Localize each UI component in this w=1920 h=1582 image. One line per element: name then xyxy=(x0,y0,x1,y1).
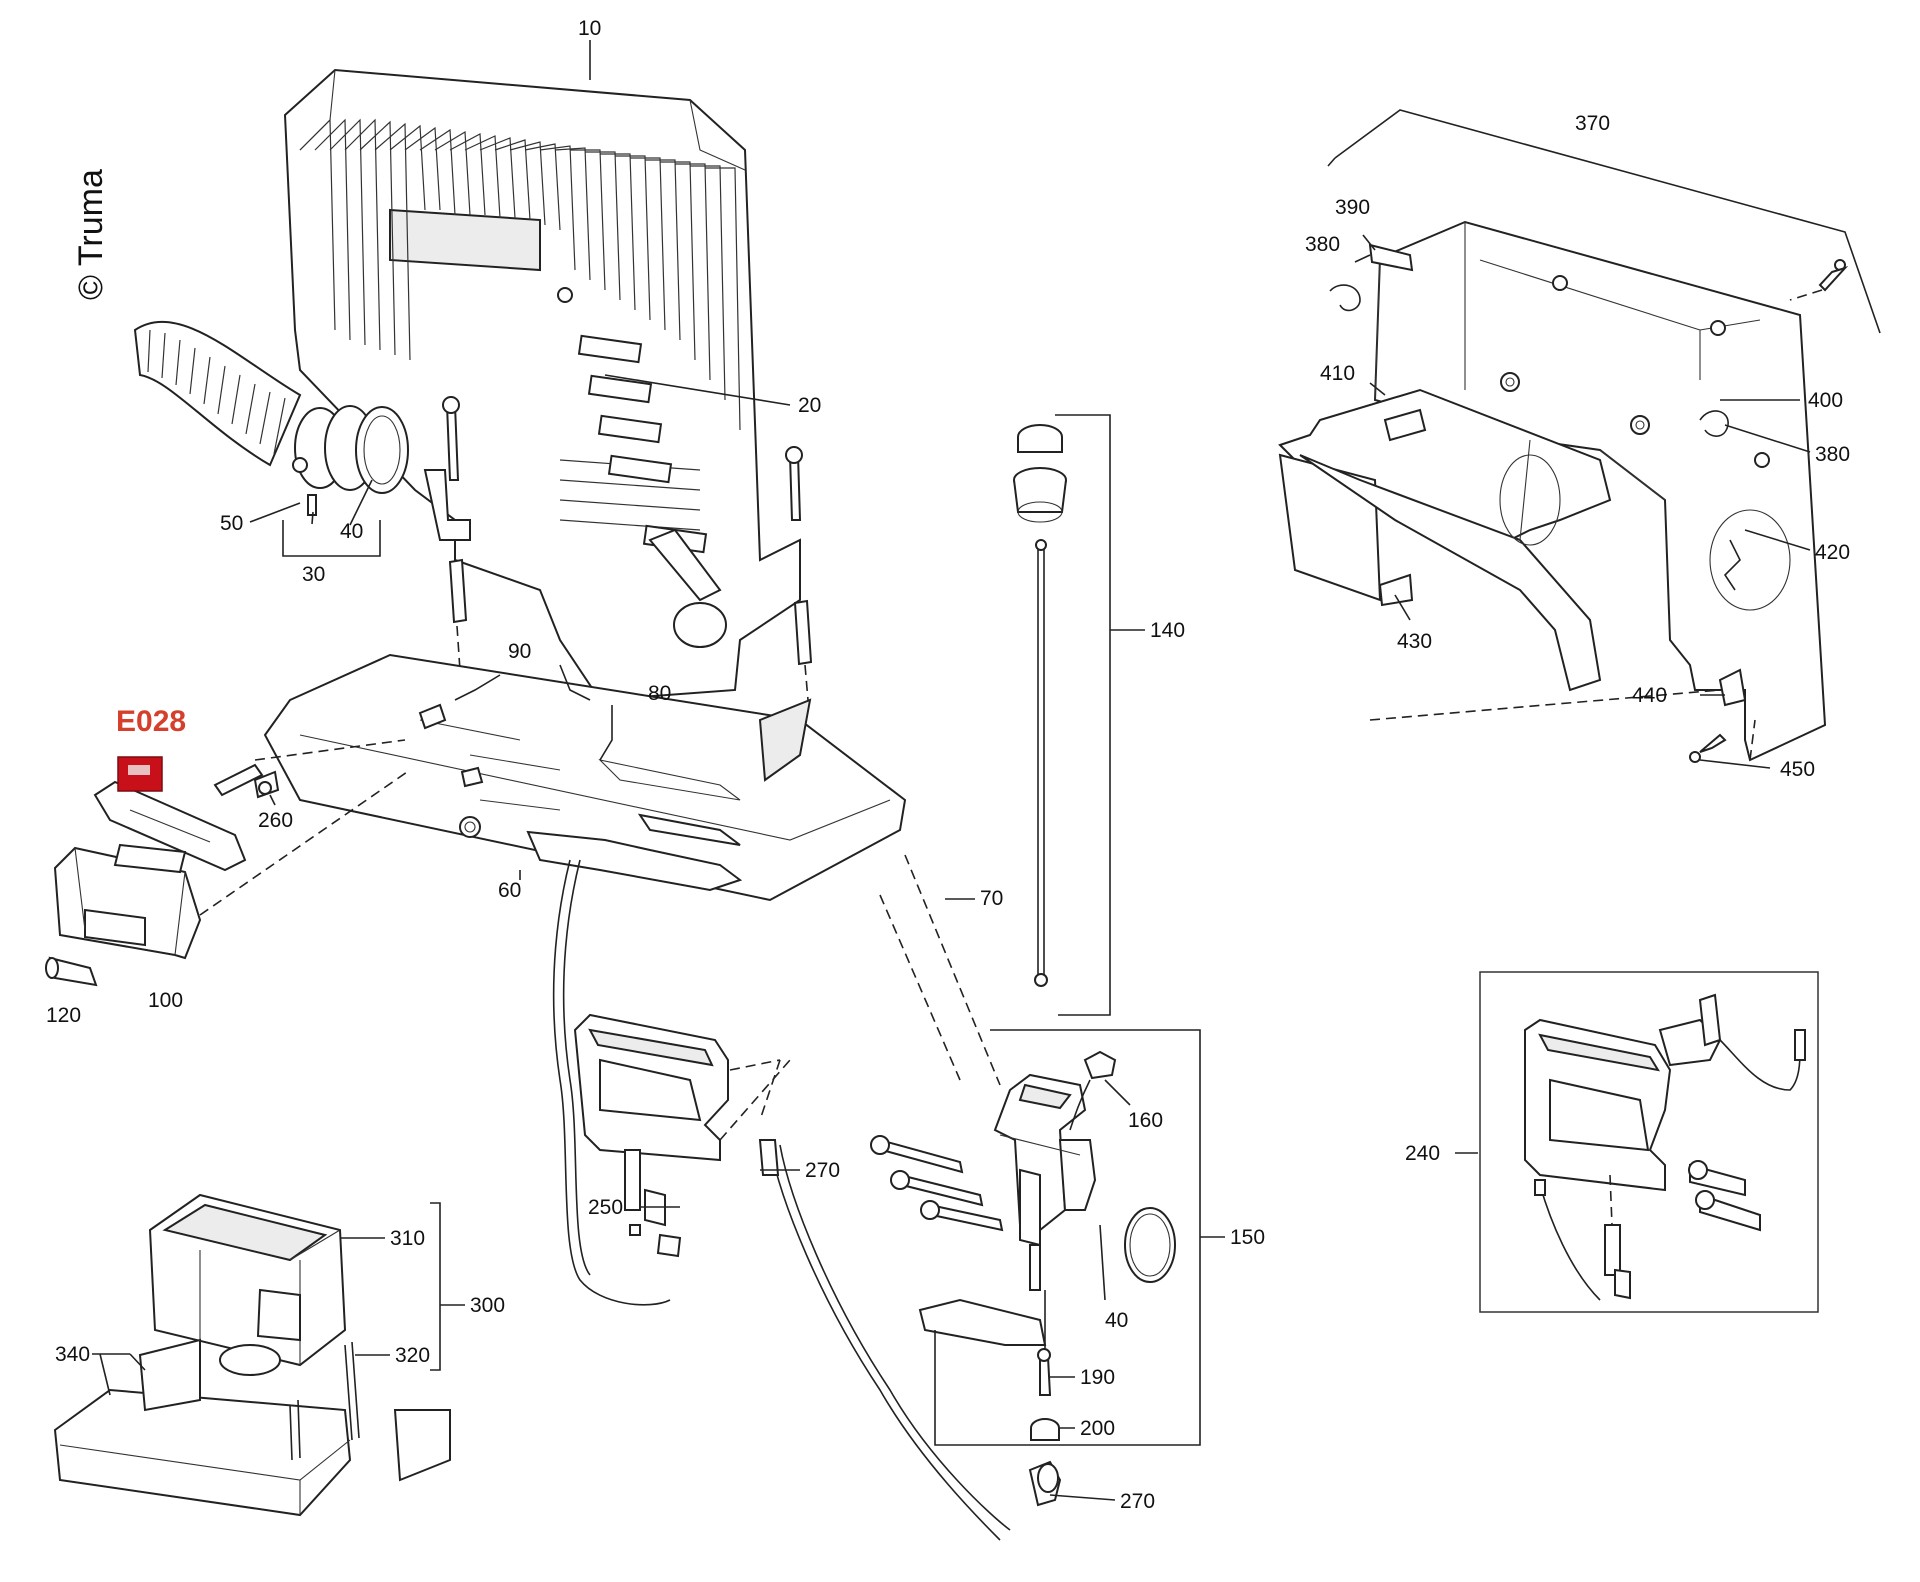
callout-140: 140 xyxy=(1150,619,1185,642)
callout-270-top: 270 xyxy=(805,1159,840,1182)
screws-left-valve xyxy=(870,1135,1004,1232)
callout-400: 400 xyxy=(1808,389,1843,412)
callout-160: 160 xyxy=(1128,1109,1163,1132)
callout-450: 450 xyxy=(1780,758,1815,781)
callout-200: 200 xyxy=(1080,1417,1115,1440)
bracket-part-320 xyxy=(289,1341,360,1461)
gas-valve-part-150 xyxy=(918,1073,1097,1346)
callout-420: 420 xyxy=(1815,541,1850,564)
callout-320: 320 xyxy=(395,1344,430,1367)
callout-labels: 10 20 30 40 50 60 70 80 90 100 120 140 1… xyxy=(46,17,1850,1513)
gasket-rings-part-40 xyxy=(294,405,409,494)
knob-part-120 xyxy=(45,956,98,987)
callout-390: 390 xyxy=(1335,196,1370,219)
copyright-text: © Truma xyxy=(72,169,110,300)
wall-plate-part-340 xyxy=(53,1338,451,1517)
callout-380-left: 380 xyxy=(1305,233,1340,256)
callout-410: 410 xyxy=(1320,362,1355,385)
callout-120: 120 xyxy=(46,1004,81,1027)
callout-370: 370 xyxy=(1575,112,1610,135)
callout-190: 190 xyxy=(1080,1366,1115,1389)
leader-lines xyxy=(92,40,1811,1501)
highlighted-part-marker: E028 xyxy=(116,705,186,792)
callout-310: 310 xyxy=(390,1227,425,1250)
valve-cap-part xyxy=(1013,424,1067,523)
callout-150: 150 xyxy=(1230,1226,1265,1249)
callout-40-rings: 40 xyxy=(340,520,363,543)
callout-40-ring: 40 xyxy=(1105,1309,1128,1332)
spring-part-160 xyxy=(1083,1050,1117,1080)
flue-cowl-part-310 xyxy=(148,1193,347,1376)
burner-assembly-part-250 xyxy=(573,1013,729,1258)
callout-430: 430 xyxy=(1397,630,1432,653)
callout-340: 340 xyxy=(55,1343,90,1366)
callout-260: 260 xyxy=(258,809,293,832)
callout-240: 240 xyxy=(1405,1142,1440,1165)
callout-60: 60 xyxy=(498,879,521,902)
callout-10: 10 xyxy=(578,17,601,40)
callout-50: 50 xyxy=(220,512,243,535)
callout-90: 90 xyxy=(508,640,531,663)
inset-detail-part-240 xyxy=(1479,971,1819,1313)
highlight-code: E028 xyxy=(116,705,186,738)
control-panel-part-100 xyxy=(53,780,247,960)
callout-70: 70 xyxy=(980,887,1003,910)
nut-part-200 xyxy=(1030,1418,1060,1441)
heat-exchanger-part-10 xyxy=(283,68,801,702)
callout-100: 100 xyxy=(148,989,183,1012)
installation-frame-part-370 xyxy=(1278,220,1827,762)
callout-270-bottom: 270 xyxy=(1120,1490,1155,1513)
base-plate-part-60 xyxy=(263,653,907,902)
callout-80: 80 xyxy=(648,682,671,705)
callout-20: 20 xyxy=(798,394,821,417)
callout-250: 250 xyxy=(588,1196,623,1219)
jet-part-190 xyxy=(1037,1348,1052,1396)
callout-30: 30 xyxy=(302,563,325,586)
callout-300: 300 xyxy=(470,1294,505,1317)
screw-part-50 xyxy=(292,457,317,516)
callout-440: 440 xyxy=(1632,684,1667,707)
spindle-rod-part-140 xyxy=(1034,539,1048,987)
exhaust-hose xyxy=(133,320,302,467)
callout-380-right: 380 xyxy=(1815,443,1850,466)
